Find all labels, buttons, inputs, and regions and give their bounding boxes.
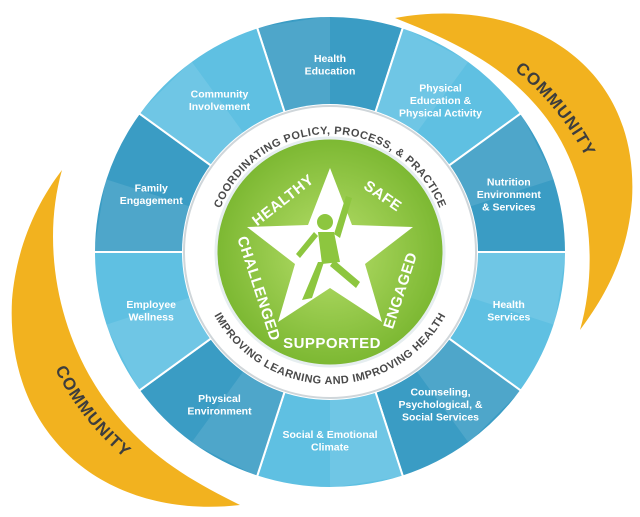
segment-label-line: Employee [126,299,176,311]
segment-label-line: Physical [198,393,241,405]
segment-facet [443,113,555,209]
segment-label-line: Services [487,311,530,323]
segment-label-line: Community [191,89,249,101]
segment-label-line: Counseling, [410,387,470,399]
segment-facet [463,252,566,325]
segment-label-line: Climate [311,441,349,453]
segment-facet [412,334,521,443]
segment-label-line: Psychological, & [398,399,482,411]
green-center-rim [214,136,446,368]
segment-label-line: Family [135,183,168,195]
segment-label-line: Social & Emotional [282,429,377,441]
segment-label-line: Physical Activity [399,107,482,119]
segment-facet [139,61,248,170]
community-arc-left [11,170,240,507]
segment-label-line: Involvement [189,101,251,113]
segment-label-line: Health [493,299,525,311]
word-supported: SUPPORTED [283,335,381,352]
segment-facet [257,16,330,119]
segment-label-line: Social Services [402,412,479,424]
community-arc-right [395,13,633,330]
jumping-child-figure [296,196,360,300]
segment-facet [105,295,217,391]
segment-facet [373,27,469,139]
segment-label-line: Nutrition [487,176,531,188]
segment-label-line: Environment [477,189,542,201]
segment-label-line: Health [314,53,346,65]
segment-label-line: & Services [482,201,536,213]
segment-label: Counseling,Psychological, &Social Servic… [398,387,482,424]
segment-facet [330,385,403,488]
segment-label-line: Wellness [129,311,174,323]
segment-label-line: Physical [419,82,462,94]
segment-label-line: Education [305,65,356,77]
segment-label-line: Environment [187,405,252,417]
segment-label-line: Engagement [120,195,184,207]
segment-label-line: Education & [410,95,472,107]
segment-facet [94,179,197,252]
segment-facet [191,365,287,477]
inner-band-outline [183,105,477,399]
